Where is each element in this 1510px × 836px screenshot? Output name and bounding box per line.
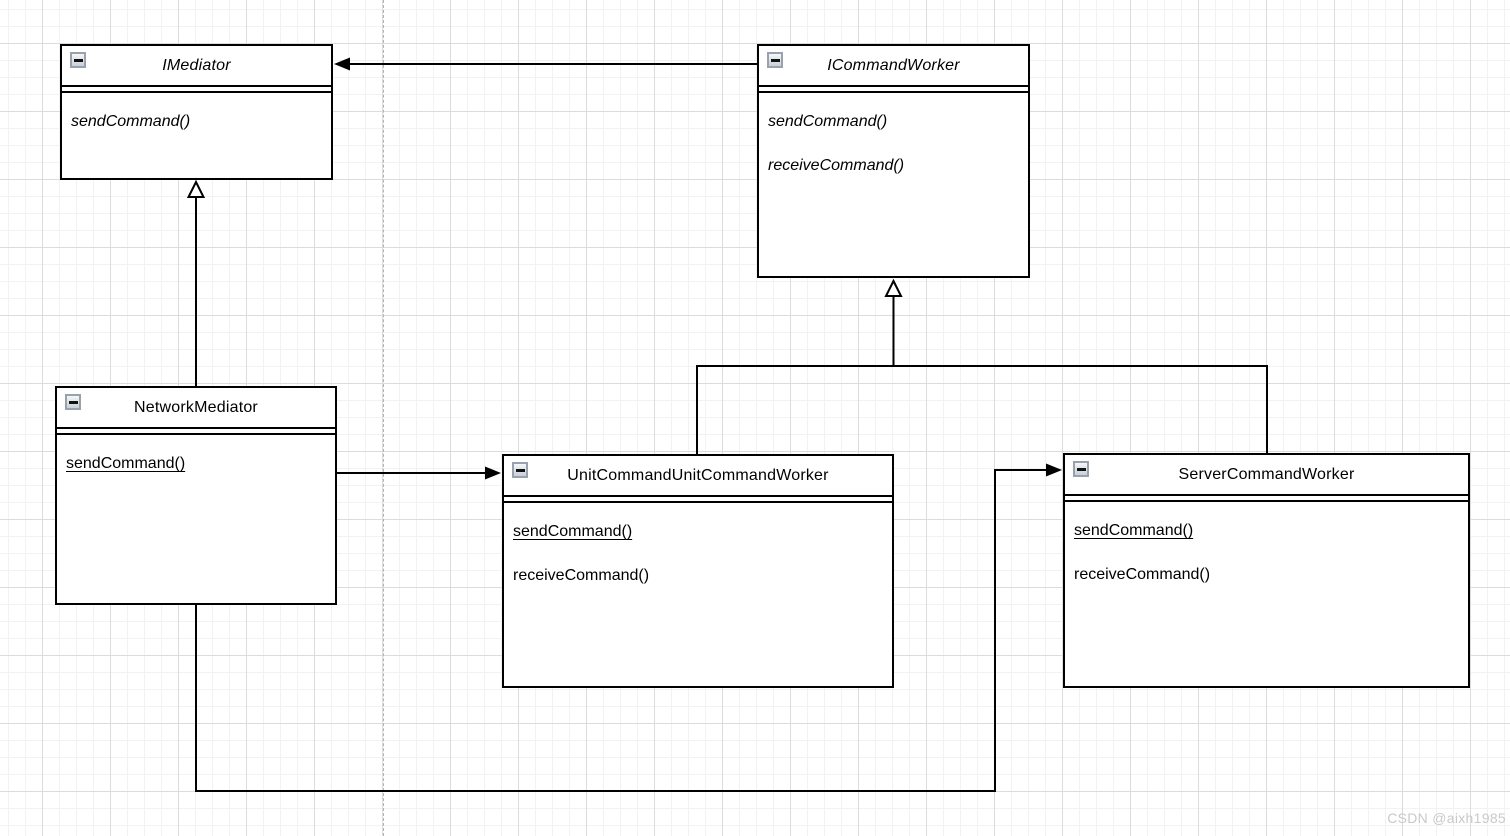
minus-glyph — [1076, 467, 1086, 471]
class-title-bar: ServerCommandWorker — [1065, 455, 1468, 496]
edge-line — [696, 296, 1268, 454]
class-unitcommandunitcommandworker: UnitCommandUnitCommandWorker sendCommand… — [502, 454, 894, 688]
class-title-bar: ICommandWorker — [759, 46, 1028, 87]
method-label: sendCommand() — [71, 113, 191, 130]
edge-networkmediator-generalization-imediator — [186, 179, 206, 386]
class-name: ICommandWorker — [827, 56, 960, 74]
collapse-minus-icon[interactable] — [767, 52, 783, 68]
class-title-bar: IMediator — [62, 46, 331, 87]
generalization-triangle-icon — [186, 179, 206, 198]
class-imediator: IMediator sendCommand() — [60, 44, 333, 180]
minus-glyph — [770, 58, 780, 62]
attributes-compartment — [759, 87, 1028, 93]
class-name: UnitCommandUnitCommandWorker — [567, 466, 829, 484]
method-label: sendCommand() — [66, 455, 186, 472]
attributes-compartment — [1065, 496, 1468, 502]
method-label: sendCommand() — [1074, 522, 1194, 539]
class-icommandworker: ICommandWorker sendCommand() receiveComm… — [757, 44, 1030, 278]
methods-compartment: sendCommand() — [62, 93, 331, 144]
method-label: receiveCommand() — [1074, 566, 1211, 583]
attributes-compartment — [57, 429, 335, 435]
minus-glyph — [68, 400, 78, 404]
collapse-minus-icon[interactable] — [65, 394, 81, 410]
class-name: ServerCommandWorker — [1178, 465, 1355, 483]
minus-glyph — [73, 58, 83, 62]
arrowhead-icon — [485, 466, 501, 480]
class-networkmediator: NetworkMediator sendCommand() — [55, 386, 337, 605]
methods-compartment: sendCommand() receiveCommand() — [759, 93, 1028, 188]
class-name: IMediator — [162, 56, 231, 74]
attributes-compartment — [504, 497, 892, 503]
method-label: receiveCommand() — [513, 567, 650, 584]
method-label: sendCommand() — [768, 113, 888, 130]
class-title-bar: UnitCommandUnitCommandWorker — [504, 456, 892, 497]
generalization-triangle-icon — [884, 278, 903, 297]
methods-compartment: sendCommand() receiveCommand() — [504, 503, 892, 598]
collapse-minus-icon[interactable] — [512, 462, 528, 478]
methods-compartment: sendCommand() receiveCommand() — [1065, 502, 1468, 597]
class-title-bar: NetworkMediator — [57, 388, 335, 429]
collapse-minus-icon[interactable] — [70, 52, 86, 68]
page-boundary-dashed-line — [383, 0, 384, 836]
csdn-watermark: CSDN @aixh1985 — [1387, 810, 1506, 826]
methods-compartment: sendCommand() — [57, 435, 335, 486]
edge-networkmediator-to-unitcommandworker — [337, 466, 501, 480]
class-name: NetworkMediator — [134, 398, 258, 416]
minus-glyph — [515, 468, 525, 472]
edge-workers-generalization-icommandworker — [696, 278, 1268, 454]
arrowhead-icon — [334, 57, 350, 71]
class-servercommandworker: ServerCommandWorker sendCommand() receiv… — [1063, 453, 1470, 688]
method-label: sendCommand() — [513, 523, 633, 540]
attributes-compartment — [62, 87, 331, 93]
method-label: receiveCommand() — [768, 157, 905, 174]
arrowhead-icon — [1046, 463, 1062, 477]
edge-icommandworker-to-imediator — [334, 57, 757, 71]
collapse-minus-icon[interactable] — [1073, 461, 1089, 477]
